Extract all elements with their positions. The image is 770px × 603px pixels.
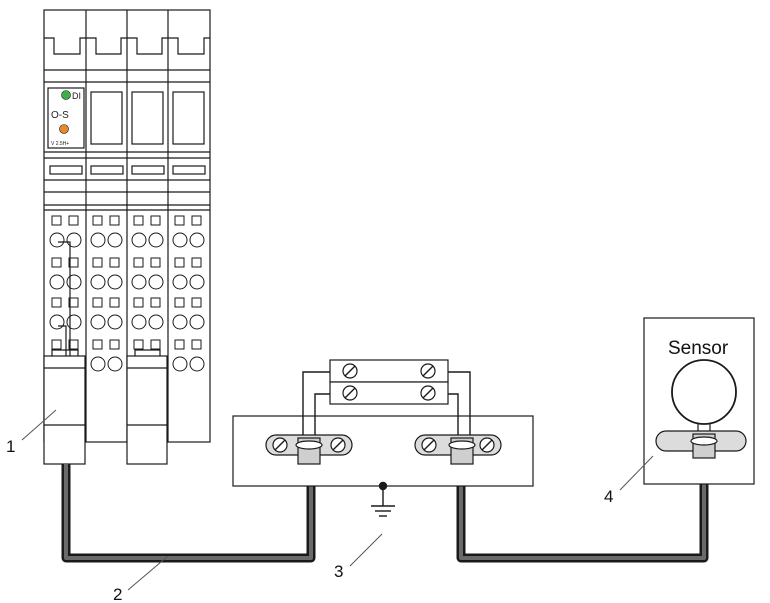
terminal-wire-entry bbox=[66, 314, 82, 330]
terminal-release-button bbox=[51, 297, 62, 308]
terminal-release-button bbox=[92, 339, 103, 350]
callout-leaders bbox=[21, 409, 654, 591]
terminal-wire-entry bbox=[189, 356, 205, 372]
callout-1: 1 bbox=[6, 437, 15, 456]
terminal-release-button bbox=[150, 257, 161, 268]
internal-wiring bbox=[58, 241, 71, 358]
screw-terminal-icon bbox=[420, 363, 436, 379]
terminal-wire-entry bbox=[131, 274, 147, 290]
terminal-wire-entry bbox=[131, 314, 147, 330]
terminal-release-button bbox=[174, 339, 185, 350]
terminal-release-button bbox=[51, 215, 62, 226]
terminal-release-button bbox=[191, 257, 202, 268]
terminal-wire-entry bbox=[107, 356, 123, 372]
terminal-wire-entry bbox=[172, 356, 188, 372]
terminal-release-button bbox=[174, 297, 185, 308]
terminal-wire-entry bbox=[107, 314, 123, 330]
terminal-release-button bbox=[191, 339, 202, 350]
sensor-element-icon bbox=[671, 359, 737, 425]
terminal-wire-entry bbox=[66, 232, 82, 248]
terminal-wire-entry bbox=[90, 314, 106, 330]
terminal-release-button bbox=[174, 257, 185, 268]
terminal-release-button bbox=[68, 297, 79, 308]
screw-terminal-icon bbox=[421, 437, 437, 453]
screw-terminal-icon bbox=[479, 437, 495, 453]
front-connectors bbox=[43, 349, 168, 465]
callout-2: 2 bbox=[113, 585, 122, 603]
screw-terminal-icon bbox=[272, 437, 288, 453]
terminal-wire-entry bbox=[90, 356, 106, 372]
terminal-wire-entry bbox=[107, 232, 123, 248]
terminal-wire-entry bbox=[90, 274, 106, 290]
shielded-cables bbox=[61, 450, 709, 563]
terminal-release-button bbox=[68, 215, 79, 226]
shield-connector-2 bbox=[126, 355, 168, 465]
shield-connector-1 bbox=[43, 355, 86, 465]
terminal-release-button bbox=[133, 339, 144, 350]
terminal-wire-entry bbox=[107, 274, 123, 290]
terminal-release-button bbox=[51, 257, 62, 268]
module-window-4 bbox=[172, 91, 205, 145]
terminal-release-button bbox=[51, 339, 62, 350]
terminal-wire-entry bbox=[90, 232, 106, 248]
screw-terminal-icon bbox=[420, 385, 436, 401]
terminal-release-button bbox=[150, 215, 161, 226]
sensor-housing bbox=[643, 317, 755, 485]
terminal-wire-entry bbox=[131, 232, 147, 248]
terminal-wire-entry bbox=[189, 232, 205, 248]
terminal-wire-entry bbox=[189, 274, 205, 290]
terminal-wire-entry bbox=[49, 232, 65, 248]
terminal-wire-entry bbox=[148, 232, 164, 248]
terminal-wire-entry bbox=[49, 314, 65, 330]
version-label: V 2.5H+ bbox=[51, 141, 69, 147]
status-label: O-S bbox=[51, 110, 69, 121]
terminal-wire-entry bbox=[172, 314, 188, 330]
terminal-release-button bbox=[109, 257, 120, 268]
terminal-wire-entry bbox=[148, 314, 164, 330]
screw-terminal-icon bbox=[342, 363, 358, 379]
terminal-wire-entry bbox=[172, 274, 188, 290]
terminal-release-button bbox=[133, 297, 144, 308]
terminal-release-button bbox=[68, 339, 79, 350]
terminal-wire-entry bbox=[172, 232, 188, 248]
terminal-release-button bbox=[92, 257, 103, 268]
terminal-wire-entry bbox=[148, 274, 164, 290]
terminal-wire-entry bbox=[189, 314, 205, 330]
terminal-release-button bbox=[191, 297, 202, 308]
terminal-release-button bbox=[92, 297, 103, 308]
callout-3: 3 bbox=[334, 562, 343, 581]
terminal-release-button bbox=[109, 215, 120, 226]
terminal-release-button bbox=[68, 257, 79, 268]
status-led-orange bbox=[59, 124, 69, 134]
terminal-release-button bbox=[150, 339, 161, 350]
module-window-2 bbox=[90, 91, 123, 145]
channel-label: DI bbox=[72, 91, 81, 101]
screw-terminal-icon bbox=[342, 385, 358, 401]
terminal-wire-entry bbox=[66, 274, 82, 290]
module-window-3 bbox=[131, 91, 164, 145]
terminal-release-button bbox=[133, 257, 144, 268]
terminal-release-button bbox=[109, 297, 120, 308]
terminal-wire-entry bbox=[49, 274, 65, 290]
terminal-release-button bbox=[92, 215, 103, 226]
status-led-green bbox=[61, 90, 71, 100]
terminal-release-button bbox=[109, 339, 120, 350]
terminal-release-button bbox=[191, 215, 202, 226]
screw-terminal-icon bbox=[330, 437, 346, 453]
ground-symbol-icon bbox=[371, 481, 395, 517]
sensor-label: Sensor bbox=[668, 338, 729, 359]
terminal-release-button bbox=[174, 215, 185, 226]
terminal-release-button bbox=[133, 215, 144, 226]
terminal-block-bottom bbox=[329, 381, 449, 405]
callout-4: 4 bbox=[604, 487, 613, 506]
shield-junction-box bbox=[232, 359, 534, 487]
terminal-release-button bbox=[150, 297, 161, 308]
